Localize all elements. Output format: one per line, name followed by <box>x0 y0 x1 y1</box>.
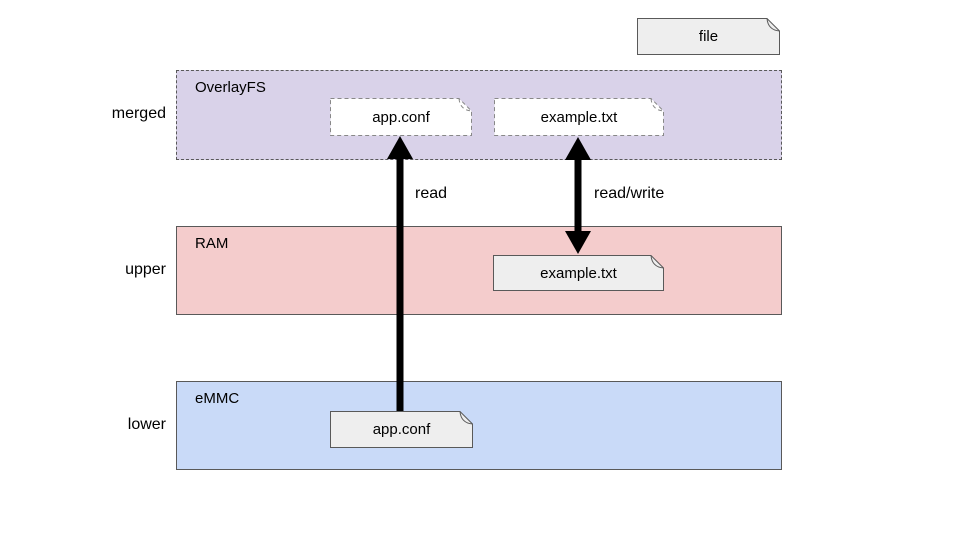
band-lower-emmc: eMMC app.conf <box>176 381 782 470</box>
side-label-merged: merged <box>111 105 166 122</box>
file-shape-icon <box>494 98 664 136</box>
legend-file-box: file <box>637 18 780 55</box>
file-example-txt-upper: example.txt <box>493 255 664 291</box>
file-label: app.conf <box>372 108 430 126</box>
band-label-emmc: eMMC <box>195 390 240 407</box>
file-shape-icon <box>637 18 780 55</box>
file-shape-icon <box>330 98 472 136</box>
band-label-overlayfs: OverlayFS <box>195 79 266 96</box>
file-shape-icon <box>330 411 473 448</box>
file-example-txt-merged: example.txt <box>494 98 664 136</box>
band-upper-ram: RAM example.txt <box>176 226 782 315</box>
file-shape-icon <box>493 255 664 291</box>
file-label: example.txt <box>540 264 617 282</box>
file-label: app.conf <box>372 421 431 438</box>
side-label-upper: upper <box>125 261 166 278</box>
read-write-arrow-label: read/write <box>594 185 665 202</box>
file-app-conf-lower: app.conf <box>330 411 473 448</box>
band-merged-overlayfs: OverlayFS app.conf example.txt <box>176 70 782 160</box>
read-arrow-label: read <box>415 185 448 202</box>
file-app-conf-merged: app.conf <box>330 98 472 136</box>
legend-file-label: file <box>698 28 719 45</box>
band-label-ram: RAM <box>195 235 229 252</box>
side-label-lower: lower <box>127 416 166 433</box>
file-label: example.txt <box>540 108 618 126</box>
